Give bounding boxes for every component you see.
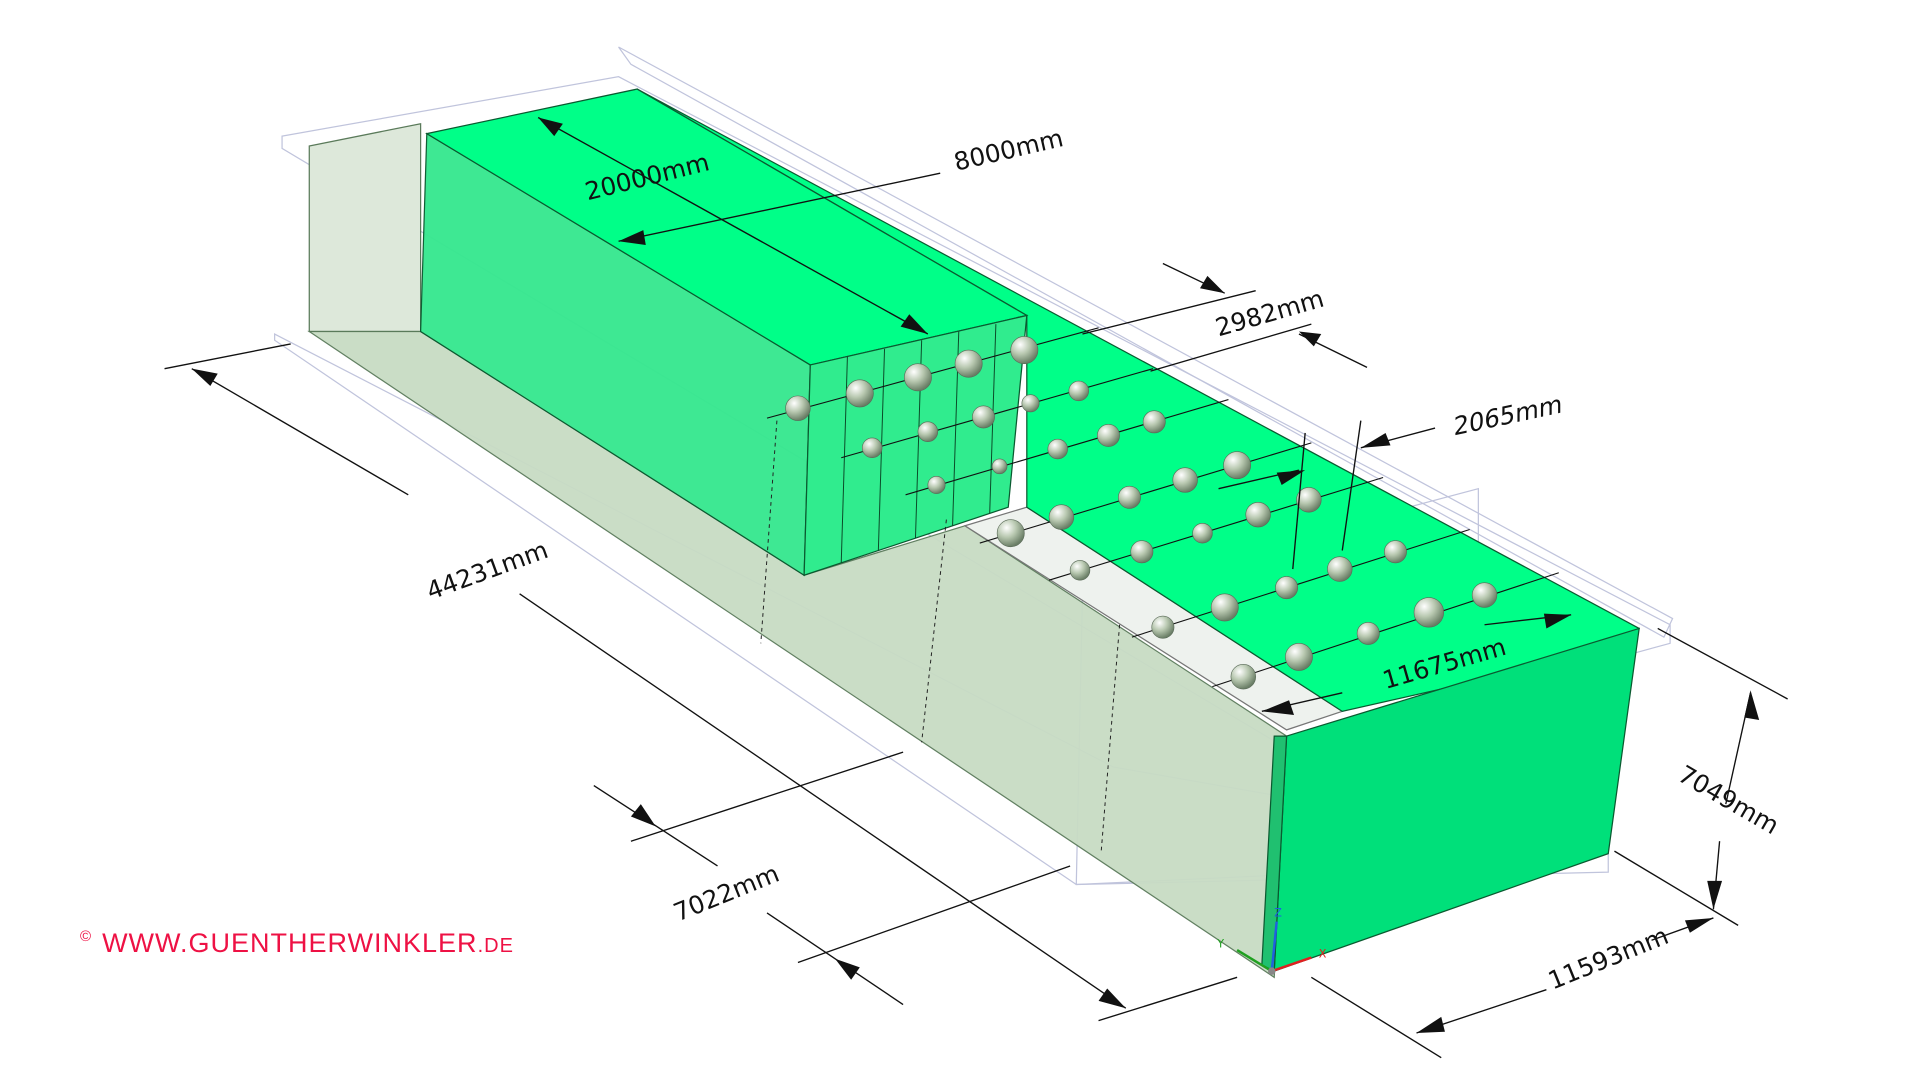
- watermark-main: WWW.GUENTHERWINKLER: [102, 928, 478, 958]
- anchor-sphere: [1068, 380, 1089, 402]
- anchor-spheres: [785, 336, 1498, 690]
- anchor-sphere: [845, 379, 874, 408]
- watermark: © WWW.GUENTHERWINKLER.DE: [80, 928, 514, 959]
- dashed-lines: [760, 420, 1121, 854]
- anchor-sphere: [785, 395, 811, 421]
- anchor-sphere: [1192, 522, 1213, 544]
- axis-z-label: Z: [1274, 907, 1282, 920]
- anchor-sphere: [1151, 615, 1175, 639]
- dimension-arrows: [191, 117, 1760, 1033]
- copyright-symbol: ©: [80, 928, 93, 945]
- anchor-sphere: [1384, 540, 1407, 564]
- dim-11593: 11593mm: [1544, 921, 1673, 995]
- anchor-sphere: [1356, 621, 1380, 645]
- anchor-sphere: [1413, 597, 1445, 628]
- dimension-lines: [164, 116, 1788, 1059]
- anchor-sphere: [1245, 501, 1271, 528]
- dim-44231: 44231mm: [423, 535, 552, 606]
- anchor-sphere: [1069, 560, 1091, 581]
- anchor-sphere: [1275, 576, 1299, 600]
- dim-7022: 7022mm: [669, 859, 783, 928]
- anchor-sphere: [1048, 504, 1075, 530]
- anchor-line: [766, 327, 1099, 419]
- anchor-sphere: [1172, 467, 1198, 493]
- anchor-sphere: [954, 349, 983, 378]
- anchor-sphere: [1021, 394, 1040, 413]
- axis-triad: X Y Z: [1216, 907, 1327, 975]
- anchor-line: [841, 368, 1154, 459]
- anchor-sphere: [1010, 336, 1039, 365]
- anchor-sphere: [1471, 582, 1498, 608]
- anchor-sphere: [861, 437, 883, 459]
- anchor-sphere: [1210, 593, 1239, 622]
- anchor-sphere: [1118, 485, 1141, 509]
- anchor-sphere: [991, 458, 1008, 475]
- anchor-sphere: [1130, 540, 1154, 564]
- anchor-sphere: [917, 421, 939, 442]
- anchor-line: [1212, 572, 1559, 688]
- anchor-sphere: [1327, 556, 1353, 582]
- anchor-line: [979, 442, 1312, 544]
- dim-2065: 2065mm: [1454, 389, 1563, 441]
- dim-8000: 8000mm: [951, 123, 1066, 176]
- anchor-sphere: [1230, 664, 1256, 690]
- dim-7049: 7049mm: [1673, 759, 1784, 840]
- glass-left-face: [308, 122, 422, 333]
- axis-x-label: X: [1319, 948, 1327, 961]
- anchor-line: [1131, 528, 1470, 638]
- anchor-sphere: [1047, 438, 1068, 460]
- anchor-sphere: [972, 405, 995, 429]
- anchor-sphere: [904, 363, 932, 392]
- anchor-sphere: [1097, 424, 1120, 447]
- anchor-line: [1048, 476, 1384, 581]
- anchor-sphere: [1142, 410, 1166, 434]
- anchor-sphere: [1285, 642, 1313, 671]
- anchor-lines: [766, 327, 1559, 688]
- axis-y-label: Y: [1216, 938, 1224, 951]
- anchor-sphere: [996, 519, 1025, 548]
- anchor-sphere: [1223, 451, 1252, 480]
- watermark-suffix: .DE: [477, 935, 514, 957]
- anchor-sphere: [1296, 487, 1322, 513]
- anchor-sphere: [927, 475, 946, 494]
